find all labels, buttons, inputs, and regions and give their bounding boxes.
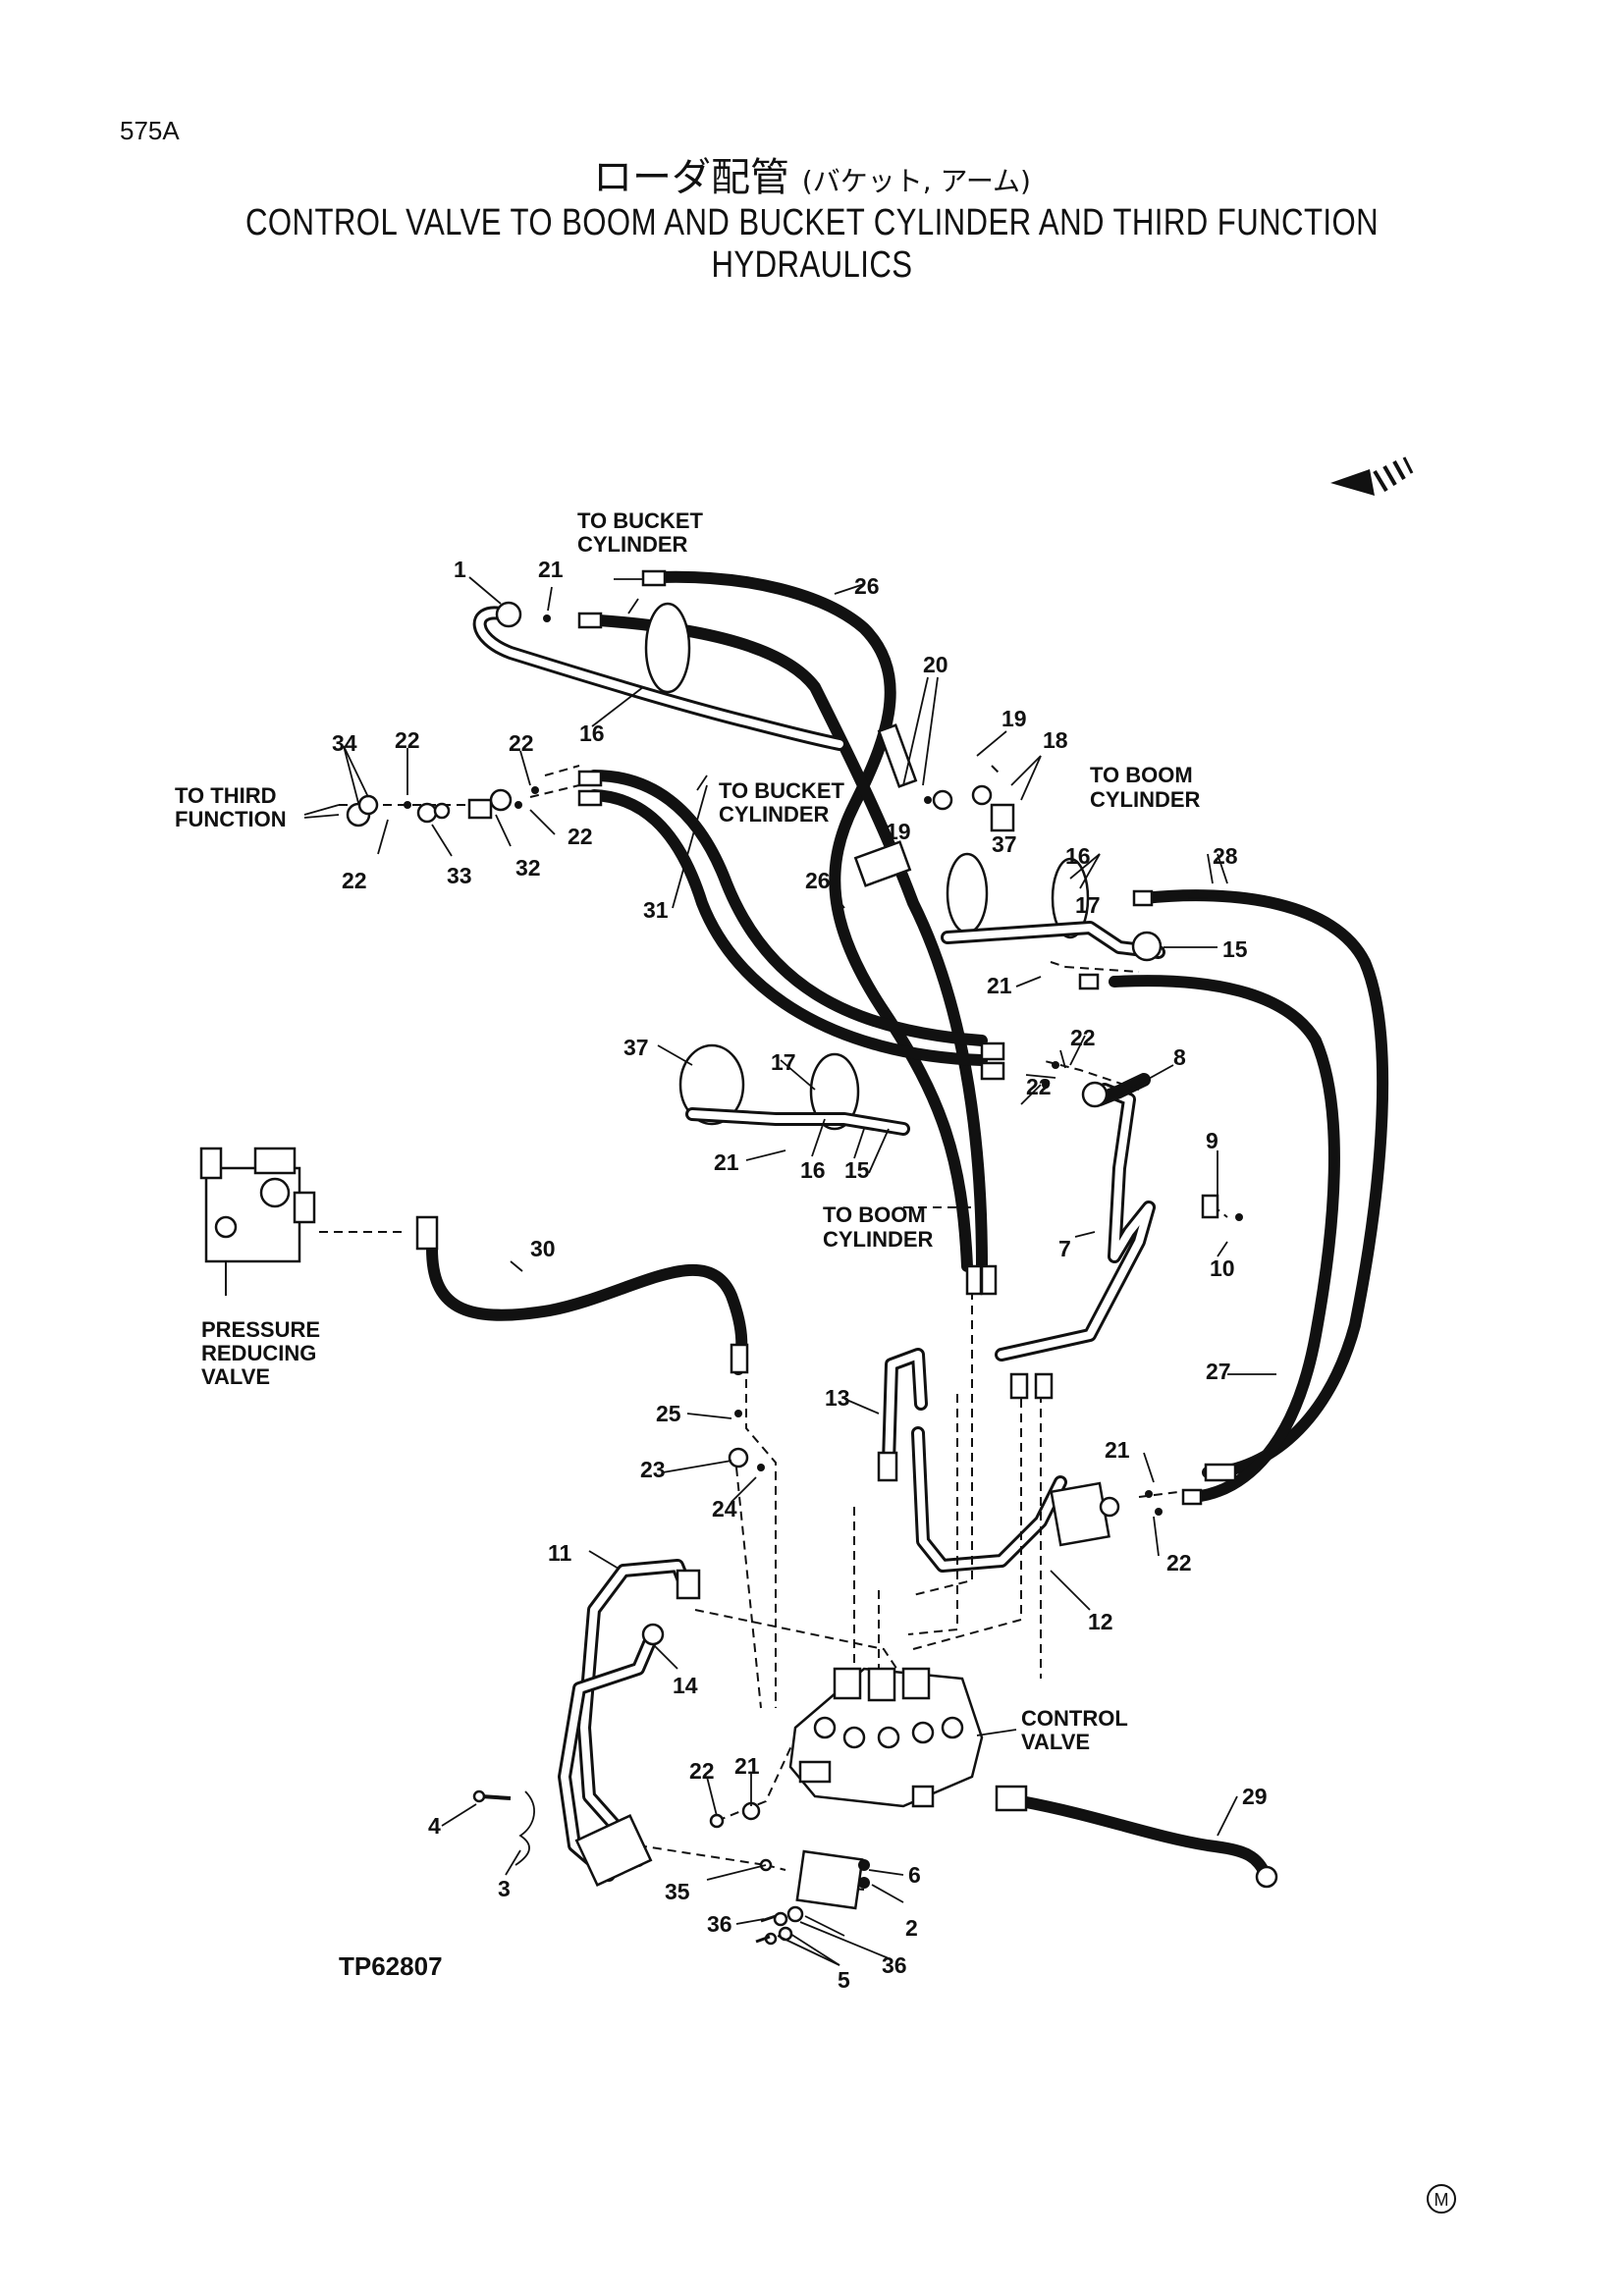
callout-22-c: 22 [568,824,593,849]
label-to-bucket-cylinder-1b: CYLINDER [577,532,688,557]
callout-22-h: 22 [689,1758,715,1784]
label-to-bucket-cylinder-2b: CYLINDER [719,802,830,827]
callout-21-c: 21 [714,1149,739,1175]
label-to-third-function: TO THIRD [175,783,276,808]
callout-24: 24 [712,1496,737,1522]
hose-27 [1109,975,1340,1503]
callout-36-a: 36 [707,1911,732,1937]
control-valve [788,1667,984,1808]
callout-13: 13 [825,1385,850,1411]
callout-16-c: 16 [800,1157,826,1183]
callout-numbers: 1 21 26 16 20 19 18 19 34 22 22 22 22 33… [332,557,1268,1993]
label-to-third-function-b: FUNCTION [175,807,287,831]
callout-21-b: 21 [987,973,1012,998]
callout-22-b: 22 [509,730,534,756]
callout-3: 3 [498,1876,511,1901]
callout-21-e: 21 [734,1753,760,1779]
callout-1: 1 [454,557,466,582]
callout-22-e: 22 [1070,1025,1096,1050]
callout-14: 14 [673,1673,698,1698]
dashed-connections [319,765,1228,1891]
footer-m-letter: M [1435,2190,1449,2210]
callout-23: 23 [640,1457,666,1482]
callout-30: 30 [530,1236,556,1261]
label-control-valve-b: VALVE [1021,1730,1090,1754]
title-jp-sub: (バケット, アーム) [801,165,1031,197]
hose-30 [426,1243,748,1375]
hose-26b [593,614,988,1272]
callout-10: 10 [1210,1255,1235,1281]
label-control-valve: CONTROL [1021,1706,1128,1731]
callout-25: 25 [656,1401,681,1426]
callout-32: 32 [515,855,541,881]
callout-15-a: 15 [1222,936,1248,962]
callout-35: 35 [665,1879,690,1904]
callout-36-b: 36 [882,1952,907,1978]
hose-31a [588,770,988,1046]
callout-37-a: 37 [992,831,1017,857]
callout-16-b: 16 [1065,843,1091,869]
callout-22-d: 22 [342,868,367,893]
callout-12: 12 [1088,1609,1113,1634]
callout-16-a: 16 [579,721,605,746]
page-title-japanese: ローダ配管 (バケット, アーム) [0,145,1624,202]
callout-28: 28 [1213,843,1238,869]
title-jp-main: ローダ配管 [593,155,790,200]
label-to-boom-cylinder-1: TO BOOM [1090,763,1193,787]
text-labels: TO BUCKET CYLINDER TO BUCKET CYLINDER TO… [175,508,1201,1981]
label-to-boom-cylinder-2: TO BOOM [823,1202,926,1227]
hose-31b [588,789,988,1066]
callout-18: 18 [1043,727,1068,753]
hose-29 [1015,1795,1272,1883]
callout-5: 5 [838,1967,850,1993]
callout-22-f: 22 [1026,1074,1052,1099]
callout-34: 34 [332,730,357,756]
tubes [472,606,1156,1882]
hose-28 [1138,889,1389,1478]
pressure-reducing-valve [199,1147,316,1296]
callout-29: 29 [1242,1784,1268,1809]
callout-9: 9 [1206,1128,1218,1153]
callout-19-b: 19 [886,819,911,844]
hose-26 [652,570,973,1272]
callout-20: 20 [923,652,948,677]
label-to-boom-cylinder-2b: CYLINDER [823,1227,934,1252]
callout-17-b: 17 [771,1049,796,1075]
label-pressure-reducing-valve: PRESSURE [201,1317,320,1342]
callout-4: 4 [428,1813,441,1839]
callout-6: 6 [908,1862,921,1888]
label-to-bucket-cylinder-1: TO BUCKET [577,508,703,533]
callout-7: 7 [1058,1236,1071,1261]
label-to-bucket-cylinder-2: TO BUCKET [719,778,844,803]
fittings [346,569,1278,1946]
label-pressure-reducing-valve-c: VALVE [201,1364,270,1389]
label-pressure-reducing-valve-b: REDUCING [201,1341,316,1365]
callout-21-d: 21 [1105,1437,1130,1463]
callout-26-b: 26 [805,868,831,893]
callout-21-a: 21 [538,557,564,582]
footer-m-mark: M [1427,2184,1456,2214]
callout-11: 11 [548,1540,572,1566]
callout-19-a: 19 [1001,706,1027,731]
callout-27: 27 [1206,1359,1231,1384]
callout-2: 2 [905,1915,918,1941]
callout-31: 31 [643,897,669,923]
page-title-english: CONTROL VALVE TO BOOM AND BUCKET CYLINDE… [244,202,1380,286]
callout-37-b: 37 [623,1035,649,1060]
callout-22-a: 22 [395,727,420,753]
leader-lines [303,576,1276,1966]
page-code: 575A [120,116,180,145]
callout-22-g: 22 [1166,1550,1192,1575]
callout-15-b: 15 [844,1157,870,1183]
front-direction-arrow-icon [1330,456,1414,496]
label-to-boom-cylinder-1b: CYLINDER [1090,787,1201,812]
callout-26-a: 26 [854,573,880,599]
figure-id: TP62807 [339,1951,443,1981]
callout-8: 8 [1173,1044,1186,1070]
hoses [426,570,1389,1883]
callout-33: 33 [447,863,472,888]
callout-17-a: 17 [1075,892,1101,918]
